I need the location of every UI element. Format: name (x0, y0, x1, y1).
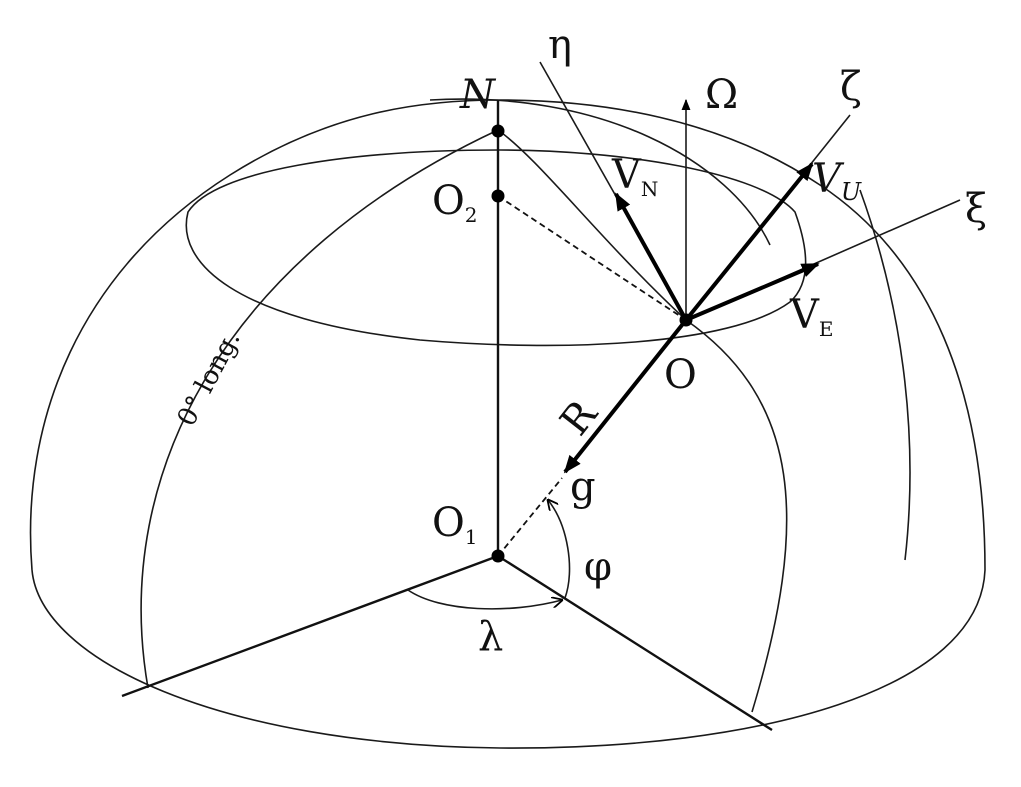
longitude-arc (407, 589, 562, 610)
radius-vector (563, 318, 688, 474)
label-longitude: λ (478, 614, 503, 660)
v-north-vector (614, 192, 688, 321)
label-radius: R (552, 391, 608, 445)
meridian-back-right (859, 189, 911, 561)
label-eta: η (548, 22, 572, 68)
label-v-east: VE (789, 292, 834, 341)
o2-to-o-dashed (497, 195, 687, 321)
latitude-arc (548, 500, 571, 599)
label-origin: O (664, 352, 697, 398)
point-o1 (491, 549, 505, 563)
label-v-up: VU (812, 156, 862, 206)
v-east-vector (685, 262, 820, 322)
meridian-o (497, 129, 788, 713)
label-xi: ξ (965, 186, 987, 232)
label-latitude: φ (584, 544, 612, 590)
meridian-prime (140, 129, 499, 689)
point-o2 (491, 189, 505, 203)
label-gravity: g (570, 464, 596, 510)
point-o (679, 313, 693, 327)
v-up-vector (684, 162, 814, 322)
latitude-circle (185, 149, 807, 347)
label-o1: O1 (432, 500, 478, 549)
meridian-back-left (429, 98, 771, 246)
equatorial-ray-left (121, 554, 499, 698)
point-north-pole (491, 124, 505, 138)
equator-ellipse (31, 569, 986, 749)
label-prime-meridian: 0° long. (172, 326, 247, 431)
label-north-pole: N (459, 72, 497, 118)
o1-to-g-dashed (497, 477, 563, 557)
label-omega: Ω (705, 72, 738, 118)
label-o2: O2 (432, 178, 478, 227)
equatorial-ray-right (497, 554, 773, 732)
label-v-north: VN (611, 152, 658, 201)
label-zeta: ζ (840, 64, 862, 110)
hemisphere-dome (29, 99, 986, 571)
